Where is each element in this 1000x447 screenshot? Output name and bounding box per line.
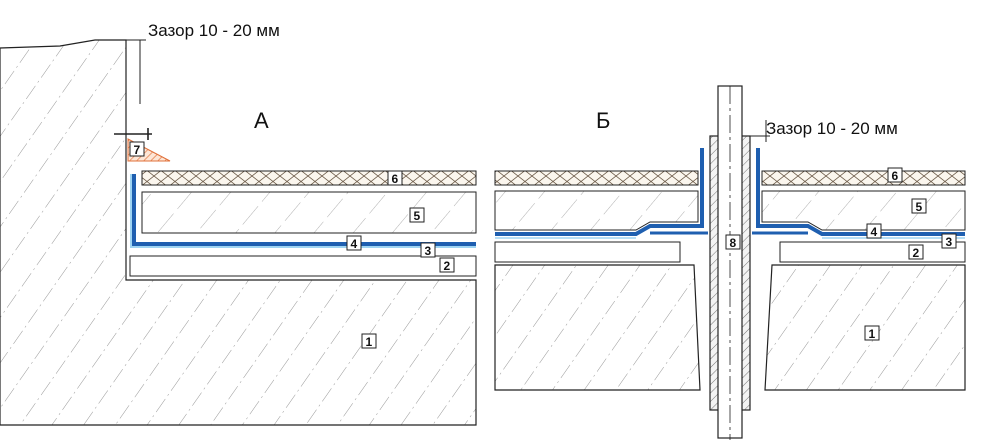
marker-3-a: 3 — [425, 244, 432, 258]
marker-3-b: 3 — [946, 235, 953, 249]
marker-4-b: 4 — [871, 225, 878, 239]
marker-2-b: 2 — [913, 246, 920, 260]
marker-2-a: 2 — [444, 259, 451, 273]
screed-layer-b-left — [494, 241, 681, 263]
screed-layer-a — [129, 255, 477, 277]
markers: 7 6 5 4 3 2 1 8 6 5 4 3 2 1 — [129, 141, 957, 349]
marker-box-3b — [941, 233, 957, 249]
detail-b — [494, 85, 966, 440]
marker-box-6b — [887, 167, 903, 183]
section-label-a: А — [254, 108, 269, 133]
concrete-wall-and-slab-a — [0, 39, 477, 426]
topping-slab-a — [141, 191, 477, 234]
marker-7: 7 — [134, 143, 141, 157]
marker-box-2a — [439, 257, 455, 273]
marker-1-a: 1 — [366, 335, 373, 349]
marker-box-4b — [866, 223, 882, 239]
marker-box-1b — [864, 325, 880, 341]
marker-box-7 — [129, 141, 145, 157]
marker-1-b: 1 — [869, 327, 876, 341]
marker-box-4a — [346, 235, 362, 251]
marker-box-1a — [361, 333, 377, 349]
marker-box-8 — [725, 234, 741, 250]
screed-layer-b-right — [779, 241, 966, 263]
marker-5-a: 5 — [414, 209, 421, 223]
section-label-b: Б — [596, 108, 610, 133]
marker-5-b: 5 — [916, 200, 923, 214]
marker-box-6a — [387, 170, 403, 186]
concrete-slab-b-left — [494, 264, 701, 391]
marker-6-b: 6 — [892, 169, 899, 183]
topping-slab-b-left — [494, 190, 699, 231]
tile-layer-b-right — [761, 170, 966, 186]
marker-6-a: 6 — [392, 172, 399, 186]
marker-box-3a — [420, 242, 436, 258]
marker-box-5b — [911, 198, 927, 214]
marker-8: 8 — [730, 236, 737, 250]
marker-box-5a — [409, 207, 425, 223]
detail-a — [0, 39, 477, 426]
waterproof-membrane-a — [132, 174, 476, 246]
tile-layer-a — [141, 170, 477, 186]
marker-4-a: 4 — [351, 237, 358, 251]
tile-layer-b-left — [494, 170, 699, 186]
waterproof-membrane-b-left — [495, 148, 704, 236]
gap-label-a: Зазор 10 - 20 мм — [148, 21, 280, 40]
gap-label-b: Зазор 10 - 20 мм — [766, 119, 898, 138]
marker-box-2b — [908, 244, 924, 260]
